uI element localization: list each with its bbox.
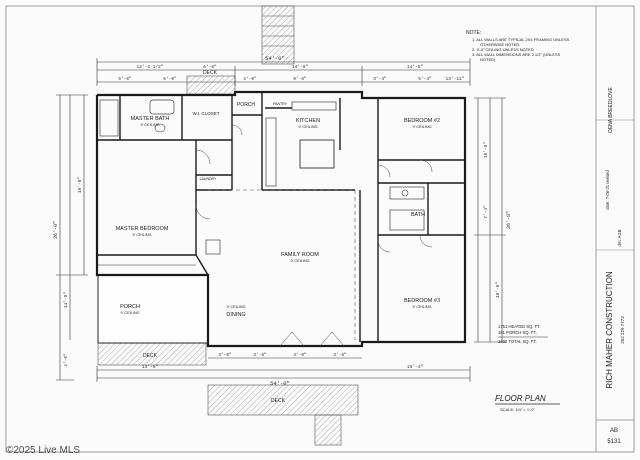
notes-block: NOTE: 1. ALL WALLS ARE TYPICAL 2X4 FRAMI… bbox=[466, 30, 570, 62]
room-bedroom-3: BEDROOM #3 bbox=[404, 298, 440, 304]
dim-bottom-a: 14'-0" bbox=[142, 364, 159, 370]
dim-top-g: 5'-0" bbox=[163, 76, 177, 82]
dim-left-b: 16'-8" bbox=[77, 177, 83, 194]
dim-top-a: 13'-3 1/2" bbox=[136, 64, 163, 70]
room-dining-ceiling: 9' CEILING bbox=[226, 305, 245, 309]
plan-title: FLOOR PLAN bbox=[495, 394, 546, 403]
area-total: 1932 TOTAL SQ. FT. bbox=[498, 339, 537, 344]
room-deck-left: DECK bbox=[143, 353, 158, 359]
dim-top-e: 4'-0" bbox=[243, 76, 257, 82]
dim-bottom-e: 4'-0" bbox=[293, 352, 307, 358]
room-laundry: LAUNDRY bbox=[200, 177, 217, 181]
notes-line-1: 1. ALL WALLS ARE TYPICAL 2X4 FRAMING UNL… bbox=[472, 37, 570, 42]
deck-bottom-area bbox=[207, 384, 359, 416]
title-block-client: DENA BREEDLOVE bbox=[608, 87, 614, 133]
dim-top-d: 14'-5" bbox=[407, 64, 424, 70]
room-deck-top: DECK bbox=[203, 70, 218, 76]
interior-walls bbox=[97, 92, 465, 342]
bath-vanity bbox=[389, 186, 425, 200]
title-block-date: date: 7-08-21 revised bbox=[605, 170, 610, 210]
bath-tub bbox=[389, 209, 425, 231]
room-family-room: FAMILY ROOM bbox=[281, 252, 319, 258]
kitchen-upper-counter bbox=[291, 101, 337, 111]
laundry-unit bbox=[205, 239, 221, 255]
dim-left-c: 4'-0" bbox=[63, 353, 69, 367]
dim-left-a: 14'-0" bbox=[63, 292, 69, 309]
dim-top-c: 14'-0" bbox=[292, 64, 309, 70]
title-block: DENA BREEDLOVE date: 7-08-21 revised drn… bbox=[595, 6, 634, 452]
dim-right-a: 16'-0" bbox=[483, 142, 489, 159]
room-pantry: PANTRY bbox=[273, 102, 288, 106]
door-swings bbox=[195, 124, 433, 347]
dim-right-overall: 36'-0" bbox=[506, 211, 512, 229]
dim-top-k: 13'-11" bbox=[446, 76, 465, 82]
title-block-sheet-no: 5131 bbox=[607, 439, 621, 445]
title-block-phone: 252 229 7773 bbox=[620, 316, 625, 344]
title-block-company: RICH MAHER CONSTRUCTION bbox=[605, 271, 614, 389]
area-summary: 1751 HEATED SQ. FT. 181 PORCH SQ. FT. 19… bbox=[498, 324, 548, 344]
bath-sink bbox=[401, 189, 409, 197]
dim-top-h: 9'-6" bbox=[293, 76, 307, 82]
dim-bottom-overall: 54'-0" bbox=[270, 380, 290, 387]
plan-scale: SCALE: 1/4" = 1'-0" bbox=[500, 407, 535, 412]
notes-line-5: NOTED) bbox=[480, 57, 496, 62]
dim-top-i: 3'-4" bbox=[373, 76, 387, 82]
bottom-stair bbox=[314, 414, 342, 446]
room-porch-left: PORCH bbox=[120, 304, 140, 310]
master-shower bbox=[99, 99, 119, 137]
room-bedroom-2: BEDROOM #2 bbox=[404, 118, 440, 124]
room-kitchen: KITCHEN bbox=[296, 118, 320, 124]
room-deck-bottom: DECK bbox=[271, 398, 286, 404]
notes-line-2: OTHERWISE NOTED. bbox=[480, 42, 520, 47]
room-dining: DINING bbox=[226, 312, 245, 318]
dim-top-f: 5'-0" bbox=[118, 76, 132, 82]
porch-left-area bbox=[97, 274, 209, 344]
notes-heading: NOTE: bbox=[466, 30, 481, 36]
room-master-bedroom-ceiling: 9' CEILING bbox=[132, 233, 151, 237]
dim-bottom-b: 19'-4" bbox=[407, 364, 424, 370]
room-family-room-ceiling: 9' CEILING bbox=[290, 259, 309, 263]
dim-top-overall: 54'-0" bbox=[265, 55, 285, 62]
notes-line-3: 2. 9'-0" CEILING UNLESS NOTED bbox=[472, 47, 534, 52]
area-heated: 1751 HEATED SQ. FT. bbox=[498, 324, 541, 329]
dim-top-j: 5'-4" bbox=[418, 76, 432, 82]
top-stair bbox=[261, 5, 295, 65]
room-wi-closet: W.I. CLOSET bbox=[192, 111, 219, 116]
dimension-lines bbox=[59, 61, 503, 380]
title-block-initials: AB bbox=[610, 428, 618, 434]
room-porch-top: PORCH bbox=[237, 102, 255, 108]
room-master-bath: MASTER BATH bbox=[131, 116, 170, 122]
dim-right-c: 18'-0" bbox=[495, 282, 501, 299]
room-porch-left-ceiling: 9' CEILING bbox=[120, 311, 139, 315]
mls-watermark: ©2025 Live MLS bbox=[6, 445, 80, 456]
kitchen-island bbox=[299, 139, 335, 169]
dim-right-b: 7'-4" bbox=[483, 205, 489, 219]
master-tub bbox=[149, 99, 175, 115]
dim-left-overall: 36'-0" bbox=[53, 221, 59, 239]
sheet-border bbox=[5, 5, 635, 453]
room-bath: BATH bbox=[411, 212, 425, 218]
room-master-bath-ceiling: 9' CEILING bbox=[140, 123, 159, 127]
master-toilet bbox=[154, 123, 166, 133]
dim-bottom-f: 3'-8" bbox=[333, 352, 347, 358]
deck-top-area bbox=[186, 75, 236, 95]
kitchen-counter bbox=[265, 117, 277, 187]
notes-line-4: 3. ALL WALL DIMENSIONS ARE 3 1/2" (UNLES… bbox=[472, 52, 561, 57]
room-bedroom-2-ceiling: 9' CEILING bbox=[412, 125, 431, 129]
area-porch: 181 PORCH SQ. FT. bbox=[498, 330, 537, 335]
dim-bottom-d: 3'-8" bbox=[253, 352, 267, 358]
room-master-bedroom: MASTER BEDROOM bbox=[116, 226, 169, 232]
room-kitchen-ceiling: 9' CEILING bbox=[298, 125, 317, 129]
dim-top-b: 6'-8" bbox=[203, 64, 217, 70]
dim-bottom-c: 3'-0" bbox=[218, 352, 232, 358]
room-bedroom-3-ceiling: 9' CEILING bbox=[412, 305, 431, 309]
title-block-drawn-by: drn: AGB bbox=[617, 229, 622, 246]
